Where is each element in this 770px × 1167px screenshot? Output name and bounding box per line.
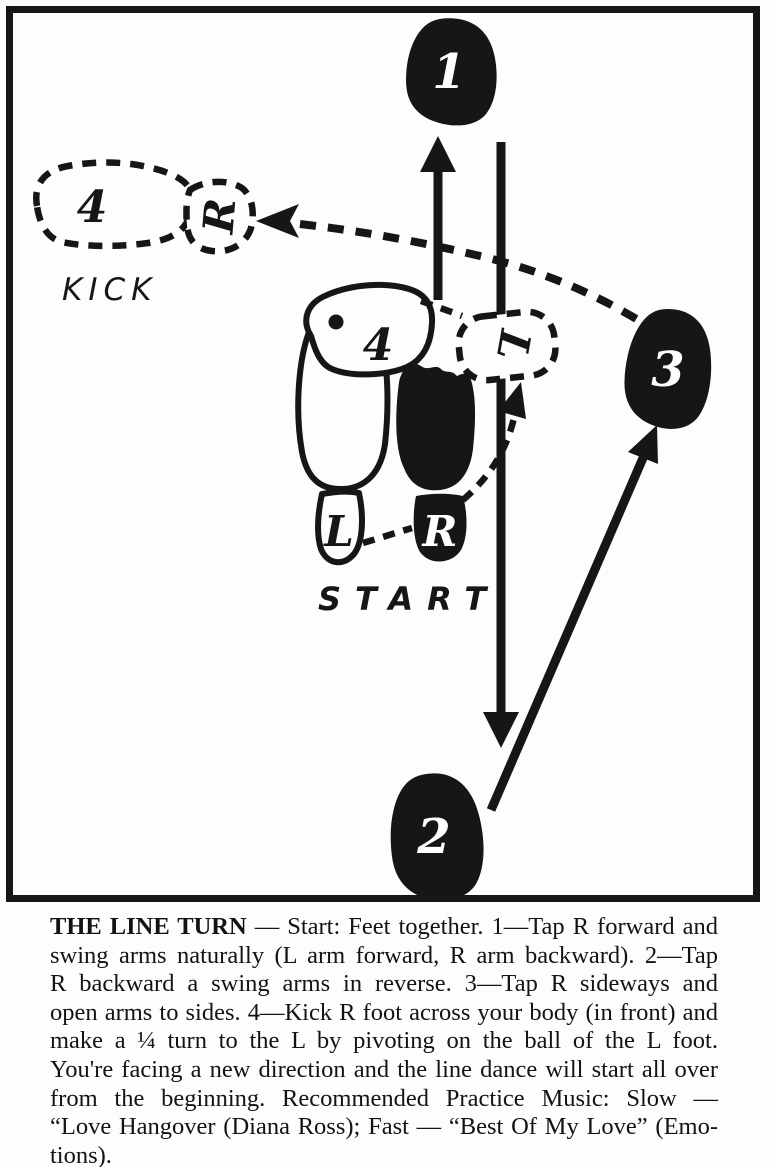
kick-path-dashed-curve: [299, 220, 641, 324]
caption-line: THE LINE TURN — Start: Feet together. 1—…: [50, 913, 718, 942]
caption-line: open arms to sides. 4—Kick R foot across…: [50, 998, 718, 1026]
caption-line: from the beginning. Recommended Practice…: [50, 1084, 718, 1112]
diagram-border: [6, 6, 760, 902]
tap-sideways-shaft: [486, 449, 651, 812]
turn-ball-shape: [455, 308, 559, 384]
step-1-toe-mark: 1: [403, 16, 500, 128]
turn-ball-connector-dashes: [419, 297, 464, 320]
start-right-heel: [413, 493, 467, 562]
kick-heel-label: R: [193, 196, 245, 236]
tap-sideways-arrow: [486, 425, 658, 812]
kick-caption: KICK: [62, 272, 157, 308]
pivot-arrowhead: [498, 382, 526, 419]
tap-forward-arrow: [420, 136, 456, 300]
feet-together-dashes: [362, 524, 413, 547]
step-2-toe-mark: 2: [387, 770, 487, 903]
step-3-toe-mark: 3: [618, 304, 719, 434]
caption-line-text: — Start: Feet together. 1—Tap R forward …: [246, 913, 718, 940]
caption-title: THE LINE TURN: [50, 913, 247, 940]
start-left-heel: [315, 488, 365, 566]
turn-ball-outline: L: [419, 297, 559, 384]
start-right-foot: R: [396, 363, 476, 562]
pivot-arrow-dashed-curve: [460, 405, 521, 503]
caption-line: make a ¼ turn to the L by pivoting on th…: [50, 1027, 718, 1055]
turn-foot-number: 4: [363, 320, 394, 371]
kick-foot-sole: [33, 159, 195, 250]
pivot-arrow: [460, 382, 526, 503]
caption-line: swing arms naturally (L arm forward, R a…: [50, 941, 718, 969]
kick-foot-number: 4: [77, 182, 108, 233]
tap-backward-arrowhead: [483, 712, 519, 748]
tap-sideways-arrowhead: [628, 425, 658, 464]
step-1-number: 1: [432, 44, 465, 100]
kick-foot: 4 R KICK: [33, 159, 256, 308]
start-left-heel-label: L: [323, 507, 354, 556]
turn-foot: 4: [303, 281, 436, 378]
start-right-heel-label: R: [422, 507, 458, 556]
line-turn-diagram: 1 2 3 R L 4: [6, 6, 760, 903]
kick-path-arrow: [256, 204, 641, 324]
start-right-sole: [396, 363, 476, 491]
caption-block: THE LINE TURN — Start: Feet together. 1—…: [50, 913, 718, 1167]
step-3-number: 3: [651, 342, 684, 398]
step-2-number: 2: [416, 809, 450, 865]
pivot-point-dot: [328, 314, 344, 330]
tap-backward-arrow: [483, 142, 519, 748]
caption-line: tions).: [50, 1141, 112, 1167]
kick-foot-heel: [183, 178, 256, 255]
kick-arrowhead: [256, 204, 299, 238]
start-caption: START: [318, 580, 500, 618]
caption-line: You're facing a new direction and the li…: [50, 1055, 718, 1083]
caption-line: “Love Hangover (Diana Ross); Fast — “Bes…: [50, 1113, 718, 1141]
caption-line: R backward a swing arms in reverse. 3—Ta…: [50, 970, 718, 998]
turn-foot-shape: [303, 281, 436, 378]
tap-forward-arrowhead: [420, 136, 456, 172]
